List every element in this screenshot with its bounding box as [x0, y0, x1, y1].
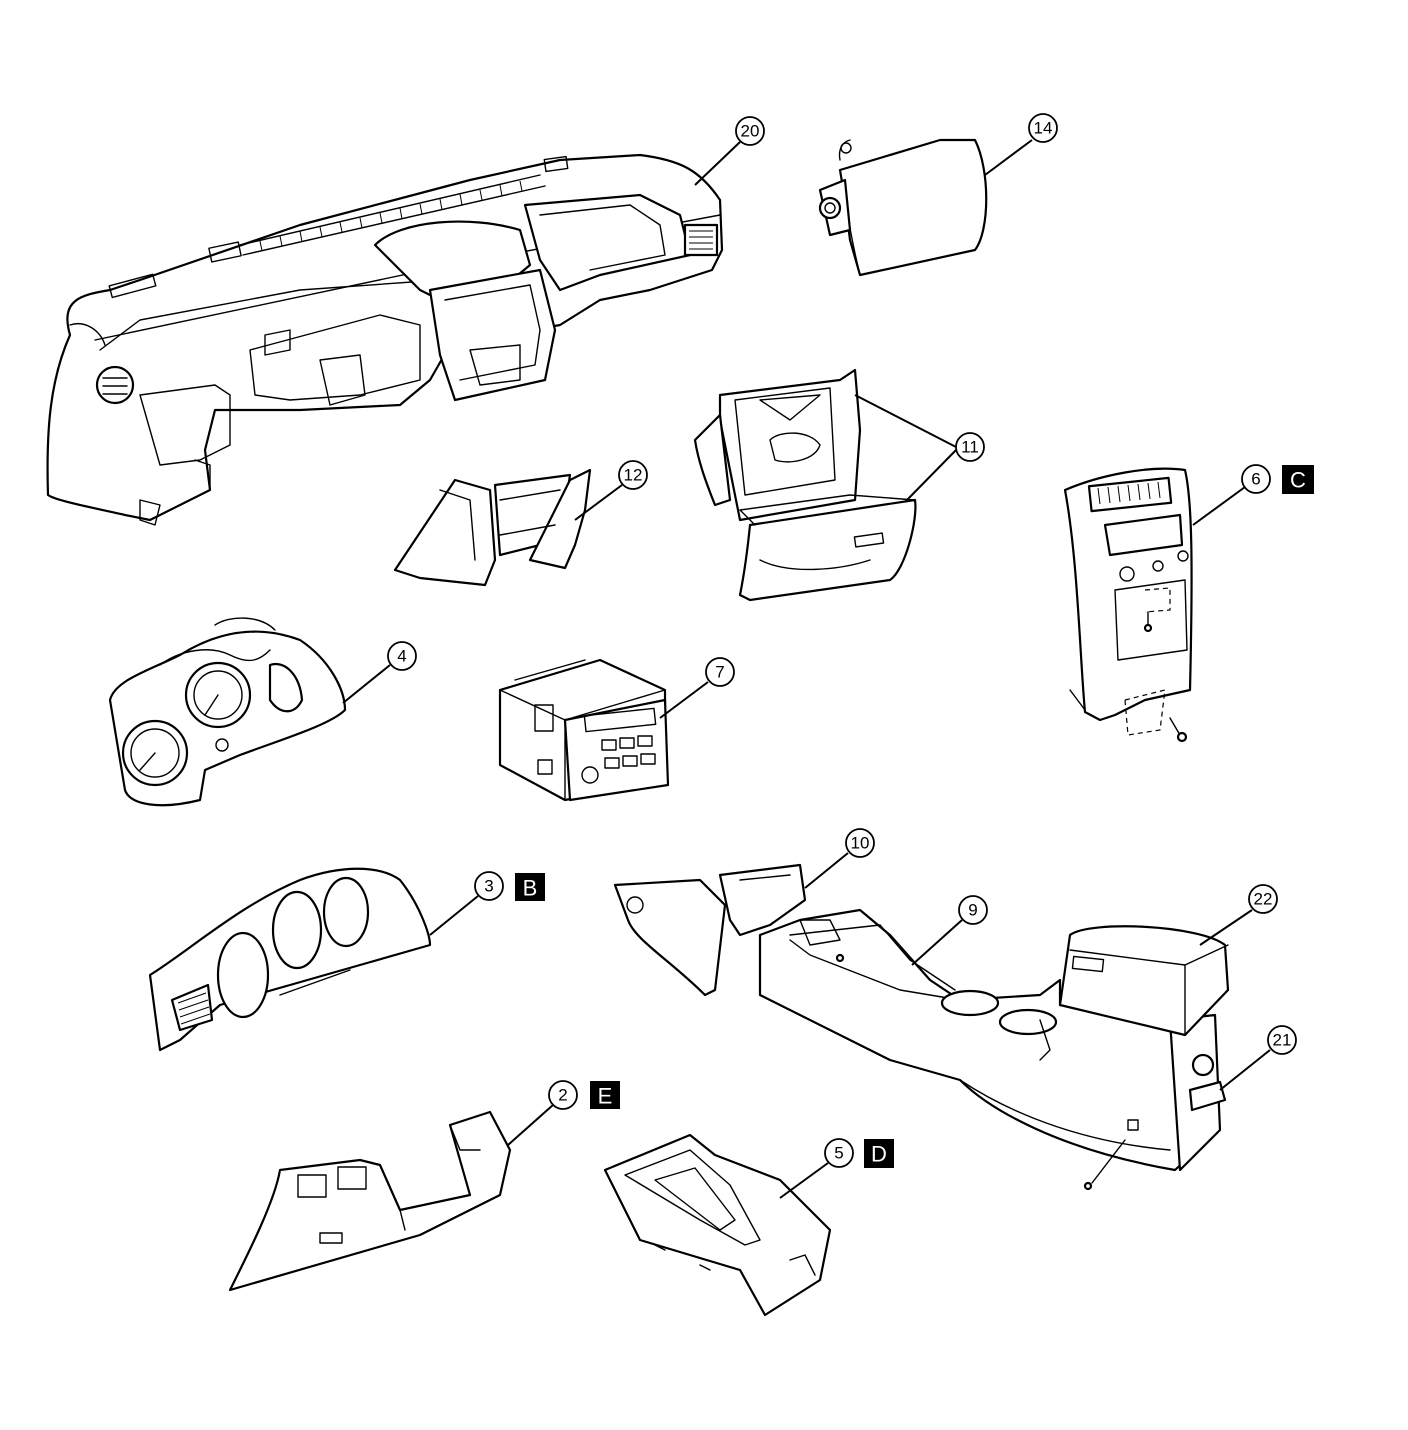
callout-11: 11 [955, 432, 985, 462]
callout-3: 3 [474, 871, 504, 901]
callout-3-label: 3 [484, 877, 493, 896]
callout-21: 21 [1267, 1025, 1297, 1055]
callout-7-label: 7 [715, 663, 724, 682]
reference-box-b-label: B [523, 876, 538, 901]
callout-20-label: 20 [741, 122, 760, 141]
callout-5: 5 [824, 1138, 854, 1168]
reference-box-c: C [1282, 465, 1314, 494]
leader-lines [342, 139, 1271, 1199]
part-accessory-socket [1188, 1080, 1227, 1112]
callout-12: 12 [618, 460, 648, 490]
reference-box-e-label: E [598, 1084, 613, 1109]
callout-5-label: 5 [834, 1144, 843, 1163]
part-console-finisher [603, 1133, 832, 1317]
part-armrest-lid [1058, 925, 1230, 1037]
callout-21-label: 21 [1273, 1031, 1292, 1050]
callout-20: 20 [735, 116, 765, 146]
callout-9-label: 9 [968, 901, 977, 920]
callout-14: 14 [1028, 113, 1058, 143]
part-lower-cover [393, 468, 592, 587]
reference-box-b: B [515, 873, 545, 901]
reference-box-d-label: D [871, 1142, 887, 1167]
callout-2: 2 [548, 1080, 578, 1110]
callout-7: 7 [705, 657, 735, 687]
part-air-bag-module [818, 138, 988, 277]
callout-12-label: 12 [624, 466, 643, 485]
callout-22: 22 [1248, 884, 1278, 914]
part-center-console [758, 908, 1222, 1191]
part-console-side-cover [613, 863, 807, 997]
callout-11-label: 11 [961, 438, 979, 457]
callout-6-label: 6 [1251, 470, 1260, 489]
reference-box-e: E [590, 1081, 620, 1109]
reference-box-c-label: C [1290, 468, 1306, 493]
callout-10-label: 10 [851, 834, 870, 853]
part-combination-meter [108, 617, 347, 807]
callout-9: 9 [958, 895, 988, 925]
part-audio-unit [498, 658, 670, 802]
callout-22-label: 22 [1254, 890, 1273, 909]
part-glove-box [693, 368, 917, 602]
callout-2-label: 2 [558, 1086, 567, 1105]
callout-4: 4 [387, 641, 417, 671]
part-center-panel [1063, 467, 1193, 743]
callout-4-label: 4 [397, 647, 406, 666]
part-instrument-panel [46, 153, 724, 526]
callout-14-label: 14 [1034, 119, 1053, 138]
reference-box-d: D [864, 1139, 894, 1168]
part-cluster-lid [148, 867, 432, 1052]
callout-10: 10 [845, 828, 875, 858]
callout-6: 6 [1241, 464, 1271, 494]
part-lower-panel [228, 1110, 512, 1292]
